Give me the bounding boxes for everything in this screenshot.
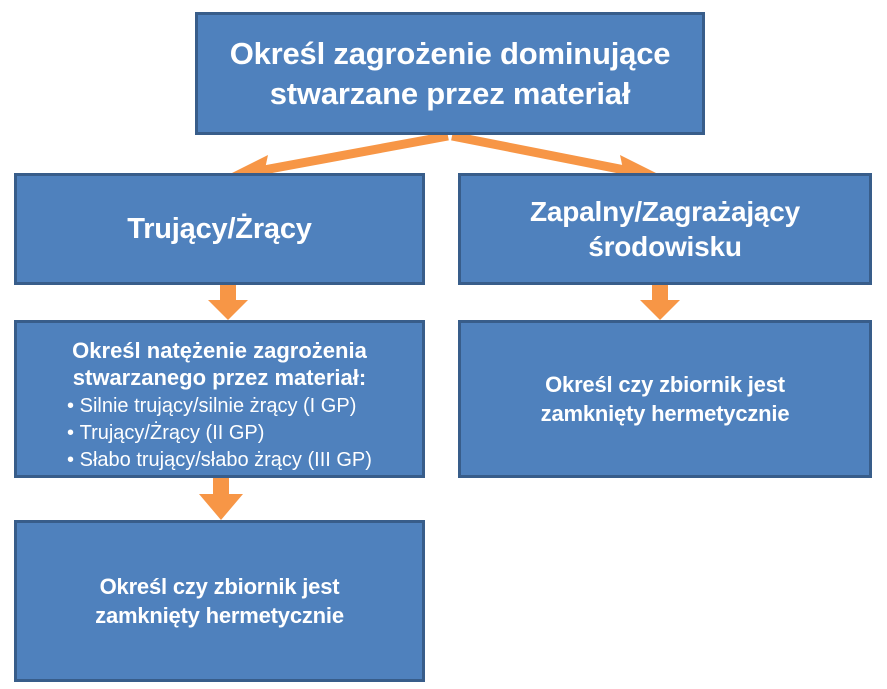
node-intensity-heading-line-2: stwarzanego przez materiał: bbox=[72, 365, 367, 390]
node-flammable-line-1: Zapalny/Zagrażający bbox=[529, 196, 801, 227]
node-root-line-2: stwarzane przez materiał bbox=[269, 75, 631, 111]
node-toxic-line-1: Trujący/Żrący bbox=[127, 213, 312, 245]
node-root-line-1: Określ zagrożenie dominujące bbox=[229, 35, 671, 71]
node-sealed-right-line-2: zamknięty hermetycznie bbox=[540, 401, 790, 426]
node-branch-flammable-environmental[interactable]: Zapalny/Zagrażający środowisku bbox=[458, 173, 872, 285]
node-sealed-left-line-1: Określ czy zbiornik jest bbox=[99, 574, 340, 599]
list-item: Silnie trujący/silnie żrący (I GP) bbox=[67, 393, 372, 420]
node-intensity-heading: Określ natężenie zagrożenia stwarzanego … bbox=[72, 337, 367, 391]
node-flammable-line-2: środowisku bbox=[588, 231, 742, 262]
node-branch-toxic-corrosive[interactable]: Trujący/Żrący bbox=[14, 173, 425, 285]
arrow-toxic-to-intensity bbox=[208, 285, 248, 320]
list-item: Słabo trujący/słabo żrący (III GP) bbox=[67, 447, 372, 474]
arrow-flammable-to-sealed-right bbox=[640, 285, 680, 320]
node-check-sealed-container-left[interactable]: Określ czy zbiornik jest zamknięty herme… bbox=[14, 520, 425, 682]
node-check-sealed-container-right[interactable]: Określ czy zbiornik jest zamknięty herme… bbox=[458, 320, 872, 478]
node-intensity-heading-line-1: Określ natężenie zagrożenia bbox=[72, 338, 367, 363]
arrow-intensity-to-sealed-left bbox=[199, 478, 243, 520]
node-determine-hazard-intensity[interactable]: Określ natężenie zagrożenia stwarzanego … bbox=[14, 320, 425, 478]
node-determine-dominant-hazard[interactable]: Określ zagrożenie dominujące stwarzane p… bbox=[195, 12, 705, 135]
list-item: Trujący/Żrący (II GP) bbox=[67, 420, 372, 447]
node-sealed-left-line-2: zamknięty hermetycznie bbox=[95, 603, 344, 628]
node-sealed-right-line-1: Określ czy zbiornik jest bbox=[545, 372, 785, 397]
node-intensity-bullet-list: Silnie trujący/silnie żrący (I GP) Trują… bbox=[67, 393, 372, 474]
